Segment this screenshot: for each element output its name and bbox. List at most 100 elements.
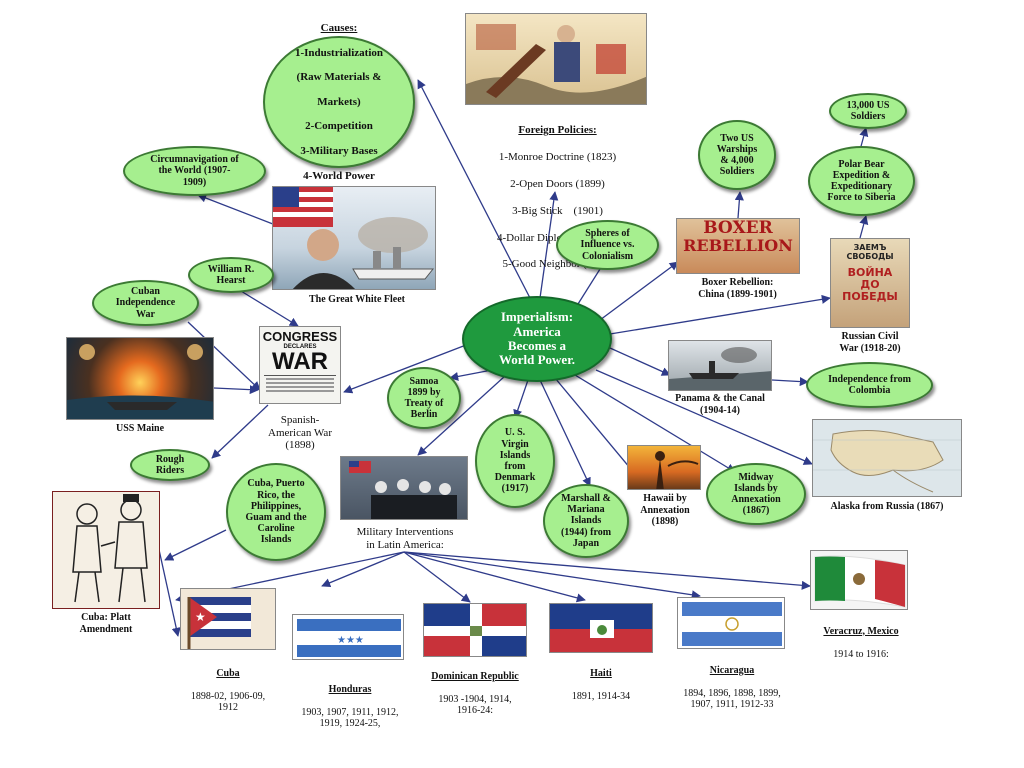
country-name: Dominican Republic <box>431 670 519 682</box>
foreign-policies-title: Foreign Policies: <box>518 124 597 137</box>
arrow-to-foreign-policies <box>539 191 559 299</box>
arrow-to-alaska <box>595 369 813 465</box>
svg-text:★★★: ★★★ <box>337 635 364 646</box>
uss-maine-caption: USS Maine <box>115 423 165 434</box>
dominican-flag <box>423 603 527 657</box>
foreign-policy-item: 1-Monroe Doctrine (1823) <box>498 151 617 164</box>
country-honduras: Honduras 1903, 1907, 1911, 1912, 1919, 1… <box>286 672 414 730</box>
country-dominican-republic: Dominican Republic 1903 -1904, 1914, 191… <box>418 659 532 717</box>
boxer-headline: BOXER <box>703 218 773 238</box>
spanish-american-war-caption: Spanish- American War (1898) <box>268 414 332 452</box>
arrow-to-dominican <box>403 551 471 603</box>
arrow-to-boxer <box>599 261 679 321</box>
arrow-to-polar-bear <box>859 215 869 239</box>
foreign-policy-cartoon <box>465 13 647 105</box>
honduras-flag: ★★★ <box>292 614 404 660</box>
platt-amendment-caption: Cuba: Platt Amendment <box>79 612 133 635</box>
spheres-oval: Spheres of Influence vs. Colonialism <box>556 220 659 270</box>
arrow-cuban-war <box>187 321 261 391</box>
arrow-to-colombia <box>771 377 809 387</box>
marines-picture <box>340 456 468 520</box>
country-years: 1894, 1896, 1898, 1899, 1907, 1911, 1912… <box>683 687 781 711</box>
declares-headline: DECLARES <box>283 344 317 350</box>
arrow-uss-maine <box>213 385 259 395</box>
center-topic-oval: Imperialism: America Becomes a World Pow… <box>462 296 612 382</box>
causes-item: 3-Military Bases <box>300 145 378 158</box>
causes-oval: Causes: 1-Industrialization (Raw Materia… <box>263 22 415 182</box>
country-name: Haiti <box>590 667 612 679</box>
boxer-rebellion-picture: BOXER REBELLION <box>676 218 800 274</box>
russian-civil-war-caption: Russian Civil War (1918-20) <box>839 331 901 354</box>
two-warships-oval: Two US Warships & 4,000 Soldiers <box>698 120 776 190</box>
alaska-caption: Alaska from Russia (1867) <box>830 501 944 512</box>
country-years: 1914 to 1916: <box>833 648 889 660</box>
new-territories-oval: Cuba, Puerto Rico, the Philippines, Guam… <box>226 463 326 561</box>
independence-colombia-oval: Independence from Colombia <box>806 362 933 408</box>
arrow-to-nicaragua <box>403 551 701 600</box>
arrow-to-mexico <box>403 551 811 590</box>
cuba-flag: ★ <box>180 588 276 650</box>
causes-item: 4-World Power <box>303 169 375 182</box>
midway-oval: Midway Islands by Annexation (1867) <box>706 463 806 525</box>
svg-text:★: ★ <box>195 610 206 624</box>
samoa-oval: Samoa 1899 by Treaty of Berlin <box>387 367 461 429</box>
rough-riders-oval: Rough Riders <box>130 449 210 481</box>
arrow-to-two-warships <box>734 191 744 219</box>
poster-main-text: ВОЙНА ДО ПОБЕДЫ <box>842 266 898 303</box>
polar-bear-expedition-oval: Polar Bear Expedition & Expeditionary Fo… <box>808 146 915 216</box>
arrow-to-military <box>417 375 506 456</box>
arrow-to-cuba-flag <box>157 544 181 637</box>
arrow-to-platt <box>164 529 227 561</box>
boxer-rebellion-caption: Boxer Rebellion: China (1899-1901) <box>698 277 777 300</box>
uss-maine-picture <box>66 337 214 420</box>
alaska-map-picture <box>812 419 962 497</box>
arrow-to-russia <box>609 294 831 335</box>
arrow-to-marshall <box>539 379 591 487</box>
arrow-to-causes <box>417 79 531 299</box>
congress-declares-war-picture: CONGRESS DECLARES WAR <box>259 326 341 404</box>
causes-item: 1-Industrialization <box>294 46 383 59</box>
virgin-islands-oval: U. S. Virgin Islands from Denmark (1917) <box>475 414 555 508</box>
circumnavigation-oval: Circumnavigation of the World (1907- 190… <box>123 146 266 196</box>
hawaii-picture <box>627 445 701 490</box>
mexico-flag <box>810 550 908 610</box>
us-soldiers-oval: 13,000 US Soldiers <box>829 93 907 129</box>
war-headline: WAR <box>272 348 328 375</box>
rebellion-headline: REBELLION <box>683 236 793 255</box>
poster-top-text: ЗАЕМЪ СВОБОДЫ <box>846 243 894 261</box>
military-interventions-caption: Military Interventions in Latin America: <box>356 526 454 551</box>
arrow-to-midway <box>574 374 736 473</box>
country-veracruz-mexico: Veracruz, Mexico 1914 to 1916: <box>806 614 916 660</box>
arrow-to-samoa <box>449 369 493 381</box>
great-white-fleet-picture <box>272 186 436 290</box>
country-name: Nicaragua <box>709 664 755 676</box>
great-white-fleet-caption: The Great White Fleet <box>309 294 405 305</box>
country-name: Honduras <box>328 683 372 695</box>
arrow-to-panama <box>609 347 671 376</box>
arrow-to-circumnavigation <box>197 193 279 227</box>
hearst-oval: William R. Hearst <box>188 257 274 293</box>
russian-poster-picture: ЗАЕМЪ СВОБОДЫ ВОЙНА ДО ПОБЕДЫ <box>830 238 910 328</box>
congress-headline: CONGRESS <box>262 329 338 344</box>
causes-title: Causes: <box>320 21 358 34</box>
marshall-mariana-oval: Marshall & Mariana Islands (1944) from J… <box>543 484 629 558</box>
haiti-flag <box>549 603 653 653</box>
panama-canal-caption: Panama & the Canal (1904-14) <box>675 393 765 416</box>
foreign-policy-item: 2-Open Doors (1899) <box>510 178 605 191</box>
panama-canal-picture <box>668 340 772 391</box>
country-years: 1903 -1904, 1914, 1916-24: <box>438 693 512 717</box>
country-nicaragua: Nicaragua 1894, 1896, 1898, 1899, 1907, … <box>668 653 796 711</box>
arrow-to-spanish-war <box>343 344 467 394</box>
country-years: 1903, 1907, 1911, 1912, 1919, 1924-25, <box>301 706 399 730</box>
country-years: 1898-02, 1906-09, 1912 <box>190 690 266 714</box>
country-name: Veracruz, Mexico <box>823 625 899 637</box>
arrow-to-virgin <box>513 379 529 419</box>
country-cuba: Cuba 1898-02, 1906-09, 1912 <box>178 656 278 714</box>
country-name: Cuba <box>216 667 240 679</box>
foreign-policies-list: Foreign Policies: 1-Monroe Doctrine (182… <box>470 111 645 285</box>
country-years: 1891, 1914-34 <box>571 690 631 702</box>
arrow-to-honduras <box>321 551 405 588</box>
causes-item: 2-Competition <box>305 120 373 133</box>
